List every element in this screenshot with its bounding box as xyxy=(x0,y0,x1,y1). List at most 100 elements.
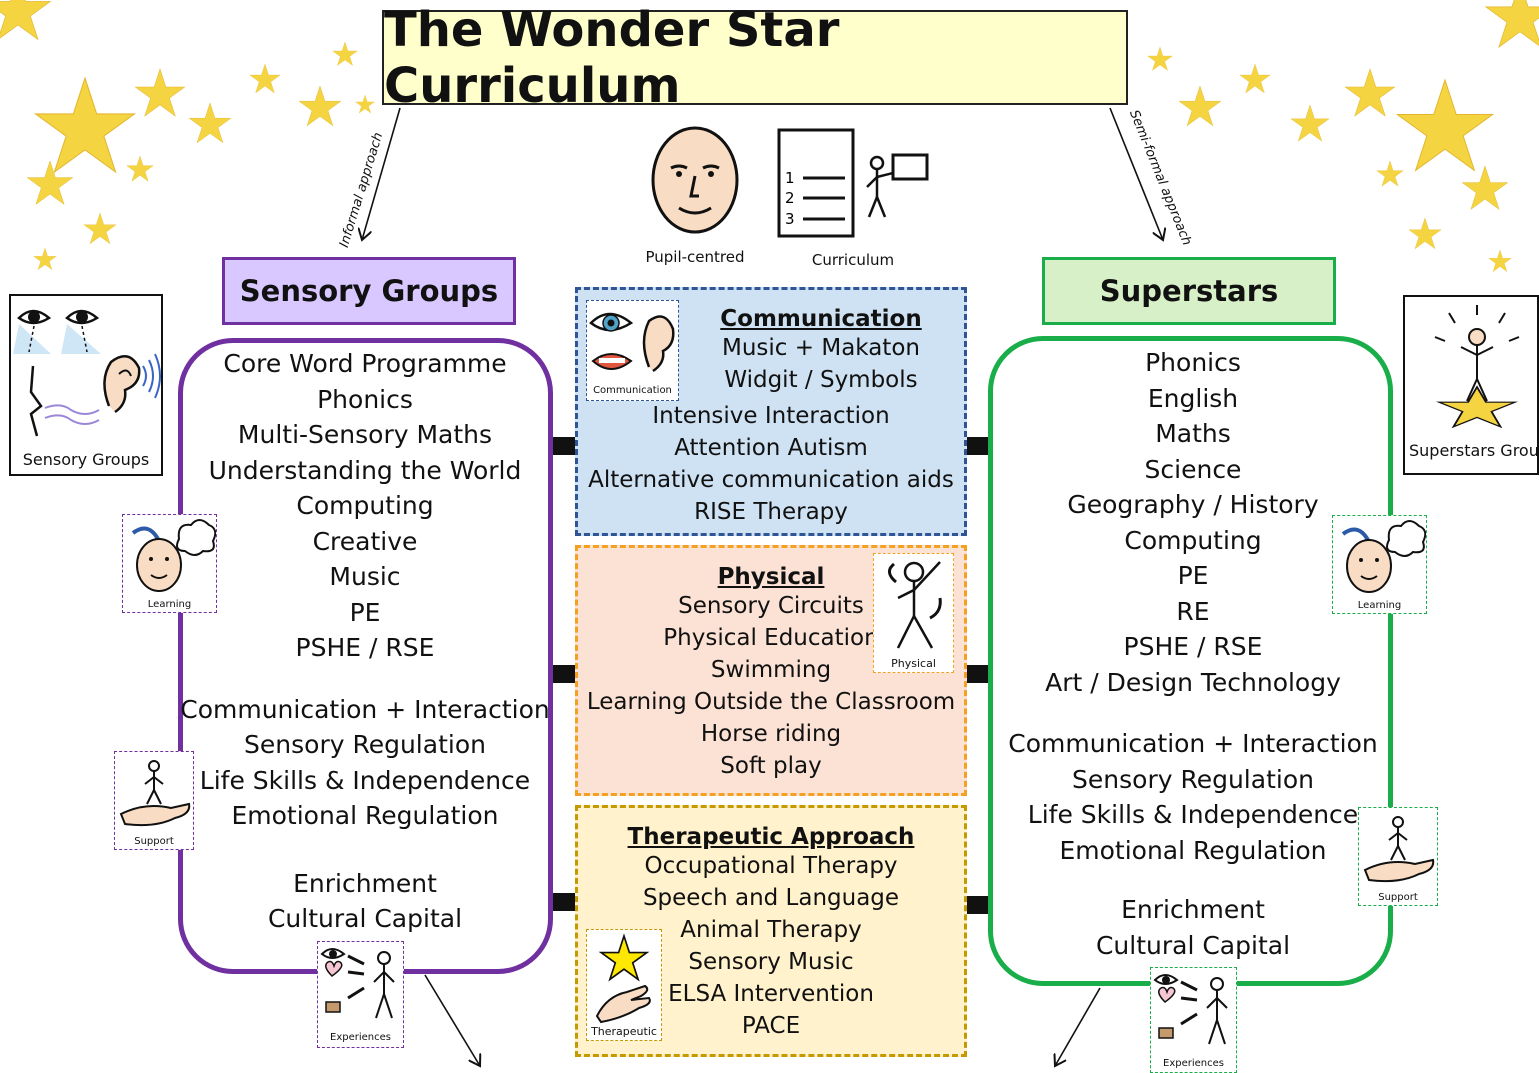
list-item: Understanding the World xyxy=(208,455,522,485)
list-item: Horse riding xyxy=(700,721,842,747)
person-icon xyxy=(1206,977,1228,1045)
list-item: Communication + Interaction xyxy=(180,694,550,724)
person-icon xyxy=(373,951,395,1019)
list-item: Widgit / Symbols xyxy=(724,367,918,393)
list-item: RISE Therapy xyxy=(694,499,848,525)
curriculum-label: Curriculum xyxy=(811,251,895,269)
sensory-groups-title: Sensory Groups xyxy=(239,274,499,308)
list-item: Core Word Programme xyxy=(223,349,507,378)
communication-icon-label: Communication xyxy=(593,385,672,396)
curriculum-number-1: 1 xyxy=(785,169,795,187)
face-icon xyxy=(651,126,739,234)
bottom-right-arrow xyxy=(1055,987,1101,1066)
eye-icon xyxy=(320,948,346,959)
therapeutic-icon-card: Therapeutic xyxy=(586,929,662,1041)
star-icon xyxy=(1439,387,1515,427)
mouth-icon xyxy=(591,353,633,370)
eye-icon xyxy=(1153,974,1179,985)
pupil-centred-symbol: Pupil-centred xyxy=(645,120,745,266)
list-item: Life Skills & Independence xyxy=(1027,800,1359,829)
list-item: Phonics xyxy=(317,384,413,414)
curriculum-number-2: 2 xyxy=(785,189,795,207)
face-icon xyxy=(136,538,182,592)
nose-icon xyxy=(29,365,100,437)
sensory-groups-panel xyxy=(178,338,553,974)
learning-label: Learning xyxy=(1357,600,1402,611)
list-item: Occupational Therapy xyxy=(644,853,898,879)
superstars-panel xyxy=(988,336,1393,986)
support-icon-card: Support xyxy=(114,751,194,850)
list-item: Phonics xyxy=(1145,348,1241,377)
star-cluster-left xyxy=(0,0,375,270)
therapeutic-heading: Therapeutic Approach xyxy=(627,824,915,850)
list-item: English xyxy=(1147,383,1239,413)
hand-support-icon xyxy=(595,984,651,1024)
list-item: Sensory Regulation xyxy=(244,730,486,759)
hand-support-icon xyxy=(119,802,191,827)
list-item: Creative xyxy=(312,526,418,556)
list-item: Swimming xyxy=(710,657,832,683)
semi-formal-approach-arrow xyxy=(1109,107,1163,240)
list-item: Emotional Regulation xyxy=(1059,835,1327,865)
eye-icon xyxy=(589,312,634,332)
list-item: PE xyxy=(1177,561,1209,590)
list-item: Physical Education xyxy=(663,625,879,651)
physical-icon-card: Physical xyxy=(873,553,954,673)
bottom-left-arrow xyxy=(424,974,480,1066)
list-item: Computing xyxy=(1124,525,1262,555)
superstars-title: Superstars xyxy=(1099,274,1279,308)
physical-heading: Physical xyxy=(717,564,825,590)
title-banner: The Wonder Star Curriculum xyxy=(382,2,1128,114)
person-icon xyxy=(1460,328,1494,402)
list-item: Intensive Interaction xyxy=(652,403,890,429)
list-item: PE xyxy=(349,597,381,627)
page-title: The Wonder Star Curriculum xyxy=(384,1,840,114)
list-item: Cultural Capital xyxy=(267,904,463,933)
learning-icon-card: Learning xyxy=(1332,515,1427,614)
list-item: Enrichment xyxy=(293,868,437,898)
arrow-icon xyxy=(929,597,942,620)
support-label: Support xyxy=(134,836,174,847)
list-item: Sensory Regulation xyxy=(1072,764,1314,794)
face-icon xyxy=(1346,539,1392,593)
whiteboard-icon xyxy=(866,153,929,218)
communication-heading: Communication xyxy=(720,306,922,332)
list-item: Cultural Capital xyxy=(1095,930,1291,960)
arrow-icon xyxy=(1180,980,1198,1026)
list-item: Enrichment xyxy=(1121,895,1265,924)
list-item: Science xyxy=(1144,454,1242,484)
thought-bubble-icon xyxy=(1386,520,1427,557)
person-icon xyxy=(1388,816,1408,861)
arrow-icon xyxy=(1341,527,1371,543)
experiences-icon-card: Experiences xyxy=(1150,967,1237,1073)
ear-icon xyxy=(642,315,675,373)
list-item: Emotional Regulation xyxy=(231,801,499,830)
learning-label: Learning xyxy=(147,599,192,610)
learning-icon-card: Learning xyxy=(122,514,217,613)
list-item: Music xyxy=(329,562,401,591)
thought-bubble-icon xyxy=(176,519,217,556)
arrow-icon xyxy=(888,562,897,584)
list-item: PSHE / RSE xyxy=(295,633,435,662)
list-item: Alternative communication aids xyxy=(588,467,954,493)
list-item: Music + Makaton xyxy=(722,335,920,361)
therapeutic-icon-label: Therapeutic xyxy=(591,1025,657,1038)
list-item: Multi-Sensory Maths xyxy=(237,420,493,449)
curriculum-number-3: 3 xyxy=(785,210,795,228)
eye-icon xyxy=(13,309,101,354)
therapeutic-box: Therapeutic Approach Occupational Therap… xyxy=(575,805,967,1057)
support-icon-card: Support xyxy=(1358,807,1438,906)
list-item: Geography / History xyxy=(1067,490,1319,519)
list-item: PSHE / RSE xyxy=(1123,632,1263,661)
list-item: Soft play xyxy=(720,753,822,779)
pupil-centred-label: Pupil-centred xyxy=(645,248,745,266)
sensory-groups-symbol-card: Sensory Groups xyxy=(9,294,163,476)
curriculum-symbol: 1 2 3 Curriculum xyxy=(775,125,935,270)
hand-support-icon xyxy=(1363,858,1435,883)
list-item: Life Skills & Independence xyxy=(199,765,531,795)
person-icon xyxy=(144,760,164,805)
sensory-groups-header: Sensory Groups xyxy=(222,257,516,325)
star-cluster-right xyxy=(1148,0,1539,272)
experiences-icon-card: Experiences xyxy=(317,941,404,1048)
list-item: Maths xyxy=(1155,419,1231,448)
